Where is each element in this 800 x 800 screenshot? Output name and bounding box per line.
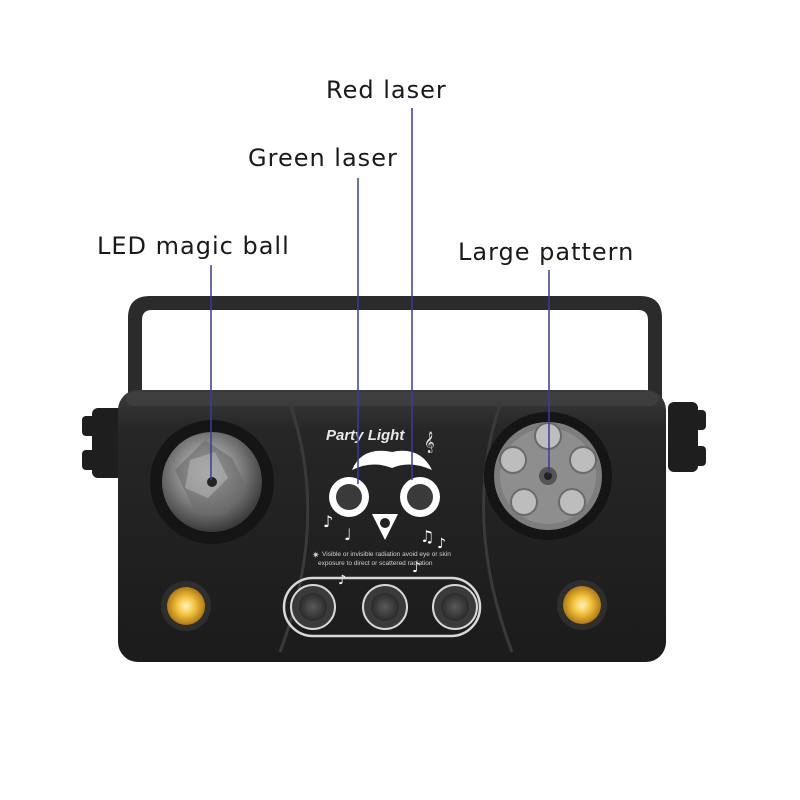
left-knob bbox=[82, 408, 124, 478]
warning-line-2: exposure to direct or scattered radiatio… bbox=[318, 560, 433, 567]
svg-text:♫: ♫ bbox=[420, 527, 434, 546]
svg-text:♪: ♪ bbox=[412, 560, 421, 576]
owl-face-graphic: ♪ ♩ ♫ ♪ ♪ ♪ bbox=[323, 450, 446, 588]
note-icon: 𝄞 bbox=[424, 432, 435, 453]
svg-text:♪: ♪ bbox=[323, 512, 333, 531]
callout-large-pattern: Large pattern bbox=[458, 238, 635, 266]
svg-text:♪: ♪ bbox=[437, 536, 446, 552]
large-pattern-wheel bbox=[484, 412, 612, 540]
callout-led-magic-ball: LED magic ball bbox=[97, 232, 290, 260]
svg-text:♪: ♪ bbox=[338, 573, 346, 588]
warning-star-icon: ✷ bbox=[312, 551, 320, 561]
brand-text: Party Light bbox=[326, 427, 405, 444]
svg-text:♩: ♩ bbox=[344, 525, 352, 544]
amber-led-right bbox=[557, 580, 607, 630]
amber-led-left bbox=[161, 581, 211, 631]
strobe-led-row bbox=[282, 576, 482, 638]
mounting-bracket bbox=[128, 296, 662, 400]
callout-lines bbox=[210, 108, 550, 484]
warning-line-1: Visible or invisible radiation avoid eye… bbox=[322, 551, 451, 558]
led-magic-ball bbox=[150, 420, 274, 544]
right-knob bbox=[668, 402, 706, 472]
callout-green-laser: Green laser bbox=[248, 144, 398, 172]
callout-red-laser: Red laser bbox=[326, 76, 447, 104]
